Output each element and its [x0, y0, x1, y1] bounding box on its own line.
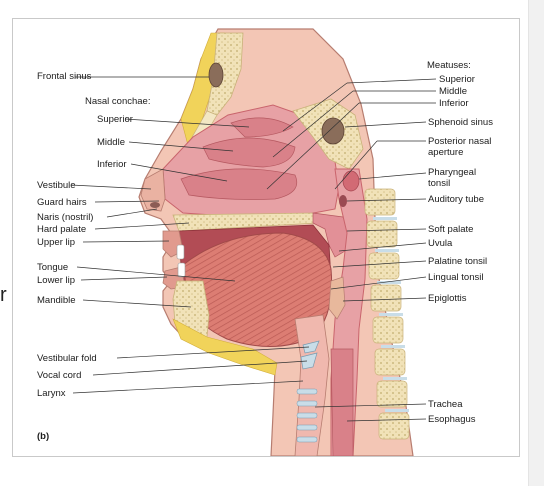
label-esophagus: Esophagus [428, 414, 476, 425]
middle-concha-shape [202, 137, 296, 168]
page-scrollbar[interactable] [528, 0, 544, 486]
label-posterior-nasal-aperture: Posterior nasal aperture [428, 136, 492, 158]
upper-incisor [176, 244, 185, 260]
label-larynx: Larynx [37, 388, 66, 399]
label-lower-lip: Lower lip [37, 275, 76, 286]
label-vestibule: Vestibule [37, 180, 76, 191]
figure-panel: Frontal sinus Nasal conchae: Superior Mi… [12, 18, 520, 457]
nostril-opening [150, 202, 160, 208]
label-uvula: Uvula [428, 238, 453, 249]
label-superior-concha: Superior [97, 114, 133, 125]
sphenoid-sinus-cavity [321, 117, 345, 145]
label-pharyngeal-tonsil: Pharyngeal tonsil [428, 167, 477, 189]
label-naris: Naris (nostril) [37, 212, 94, 223]
stray-text: r [0, 284, 7, 306]
label-inferior-concha: Inferior [97, 159, 127, 170]
vocal-fold-shape [300, 352, 318, 370]
label-lingual-tonsil: Lingual tonsil [428, 272, 484, 283]
trachea-rings [296, 388, 318, 443]
label-nasal-conchae: Nasal conchae: [85, 96, 151, 107]
label-middle-meatus: Middle [439, 86, 467, 97]
nostril-region [140, 168, 166, 212]
anatomy-illustration [70, 28, 437, 456]
label-soft-palate: Soft palate [428, 224, 474, 235]
panel-label: (b) [37, 431, 50, 442]
esophagus-tube [330, 348, 354, 456]
label-auditory-tube: Auditory tube [428, 194, 484, 205]
label-middle-concha: Middle [97, 137, 125, 148]
superior-concha-shape [230, 117, 294, 138]
label-palatine-tonsil: Palatine tonsil [428, 256, 488, 267]
label-vestibular-fold: Vestibular fold [37, 353, 97, 364]
lower-incisor [177, 262, 186, 278]
hard-palate-bone [172, 212, 318, 232]
label-vocal-cord: Vocal cord [37, 370, 82, 381]
leader-lines-left [70, 76, 310, 394]
pharyngeal-tonsil-shape [342, 170, 360, 192]
label-frontal-sinus: Frontal sinus [37, 71, 92, 82]
label-trachea: Trachea [428, 399, 463, 410]
vestibular-fold-shape [302, 340, 320, 354]
label-upper-lip: Upper lip [37, 237, 76, 248]
vertebral-column [364, 188, 410, 440]
label-epiglottis: Epiglottis [428, 293, 467, 304]
leader-lines-right [266, 78, 437, 422]
auditory-tube-opening [339, 195, 347, 207]
fat-layer-chin [172, 318, 278, 376]
label-guard-hairs: Guard hairs [37, 197, 87, 208]
label-tongue: Tongue [37, 262, 69, 273]
label-sphenoid-sinus: Sphenoid sinus [428, 117, 493, 128]
label-meatuses: Meatuses: [427, 60, 471, 71]
label-inferior-meatus: Inferior [439, 98, 469, 109]
frontal-sinus-cavity [208, 62, 224, 88]
label-superior-meatus: Superior [439, 74, 475, 85]
inferior-concha-shape [180, 168, 298, 200]
label-hard-palate: Hard palate [37, 224, 87, 235]
label-mandible: Mandible [37, 295, 76, 306]
larynx-tube [294, 314, 330, 456]
